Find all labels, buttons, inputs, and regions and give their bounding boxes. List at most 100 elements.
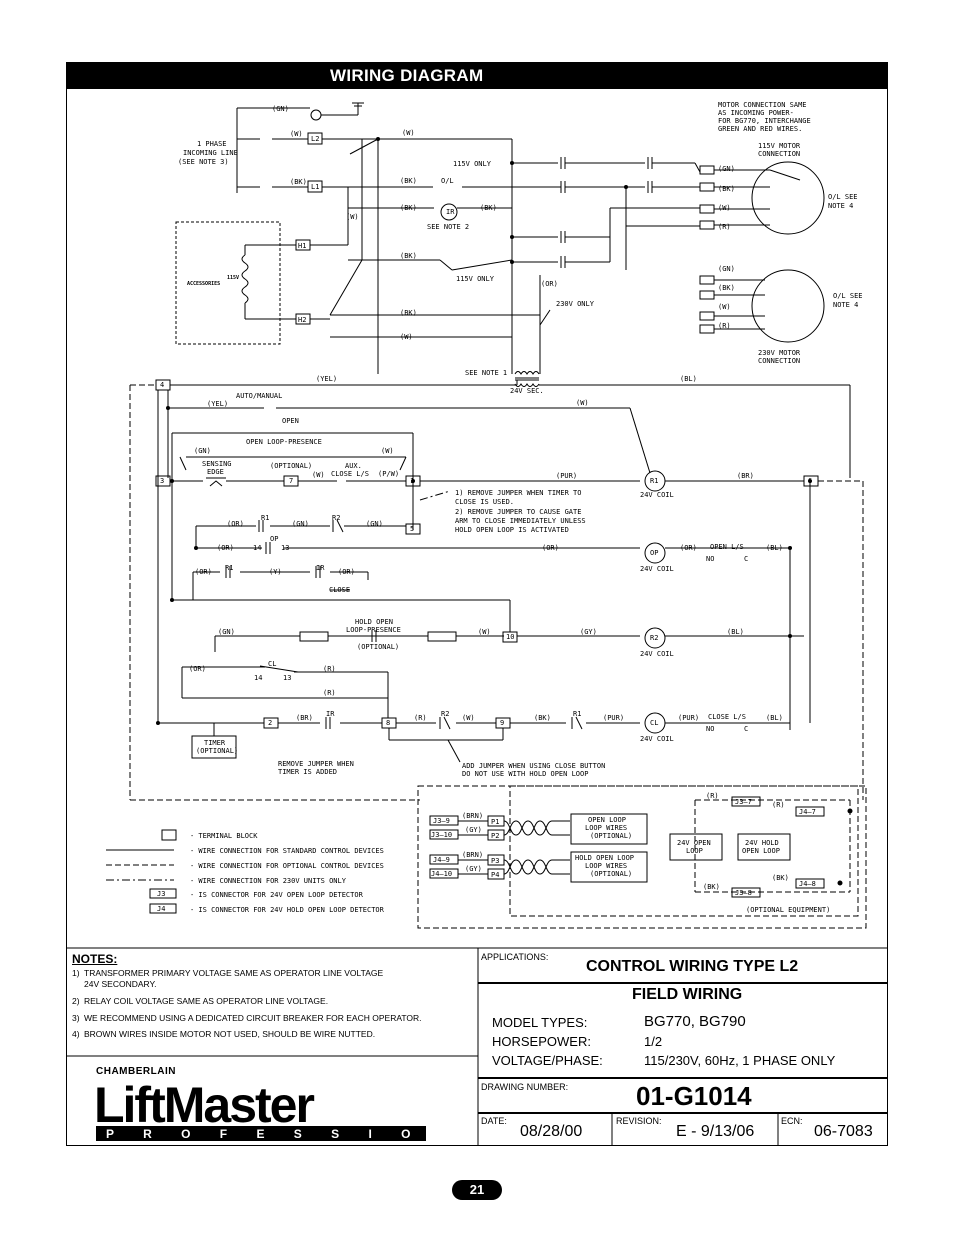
wire-bl-4: (BL) — [766, 714, 783, 722]
secondary-24v: 24V SEC. — [510, 387, 544, 395]
connector-j4-6 — [427, 631, 457, 642]
label-230v-only: 230V ONLY — [556, 300, 595, 308]
wire-bl-1: (BL) — [680, 375, 697, 383]
legend-5: - IS CONNECTOR FOR 24V OPEN LOOP DETECTO… — [190, 891, 364, 899]
coil24-cl: 24V COIL — [640, 735, 674, 743]
conn-j4-7: J4—7 — [799, 808, 816, 816]
jumper-note-5: HOLD OPEN LOOP IS ACTIVATED — [455, 526, 569, 534]
terminal-5-label: 5 — [410, 525, 414, 533]
date-value: 08/28/00 — [520, 1123, 583, 1140]
motor-w-1: (W) — [718, 204, 731, 212]
add-jumper-2: DO NOT USE WITH HOLD OPEN LOOP — [462, 770, 588, 778]
jumper-note-4: ARM TO CLOSE IMMEDIATELY UNLESS — [455, 517, 586, 525]
pin-p2: P2 — [491, 832, 499, 840]
open-loop-wires-2: LOOP WIRES — [585, 824, 627, 832]
contact-13-label: 13 — [281, 544, 289, 552]
drawing-number: 01-G1014 — [636, 1081, 752, 1111]
wire-or-5: (OR) — [680, 544, 697, 552]
control-wiring-title: CONTROL WIRING TYPE L2 — [586, 958, 799, 975]
remove-jumper-2: TIMER IS ADDED — [278, 768, 337, 776]
logo-tagline: P R O F E S S I O N A L — [106, 1127, 428, 1141]
ol-note4-b1: O/L SEE — [833, 292, 863, 300]
hold-open-2: LOOP-PRESENCE — [346, 626, 401, 634]
motor-w-2: (W) — [718, 303, 731, 311]
motor-gn-2: (GN) — [718, 265, 735, 273]
motor-note-2: AS INCOMING POWER- — [718, 109, 794, 117]
close-ls-label: CLOSE L/S — [708, 713, 746, 721]
applications-label: APPLICATIONS: — [481, 952, 549, 962]
incoming-line-1: 1 PHASE — [197, 140, 227, 148]
hold-open-1: HOLD OPEN — [355, 618, 393, 626]
field-wiring-title: FIELD WIRING — [632, 986, 743, 1003]
optional-label-2: (OPTIONAL) — [357, 643, 399, 651]
note-3-num: 3) — [72, 1013, 80, 1023]
motor-note-1: MOTOR CONNECTION SAME — [718, 101, 807, 109]
wire-or-6: (OR) — [195, 568, 212, 576]
optional-label-1: (OPTIONAL) — [270, 462, 312, 470]
wire-yel-1: (YEL) — [316, 375, 337, 383]
legend-6: - IS CONNECTOR FOR 24V HOLD OPEN LOOP DE… — [190, 906, 385, 914]
legend-3: - WIRE CONNECTION FOR OPTIONAL CONTROL D… — [190, 862, 384, 870]
wire-or-3: (OR) — [217, 544, 234, 552]
conn-j3-8: J3—8 — [735, 889, 752, 897]
coil-r2-label: R2 — [650, 634, 658, 642]
date-label: DATE: — [481, 1116, 507, 1126]
wire-bk-6: (BK) — [534, 714, 551, 722]
legend-1: - TERMINAL BLOCK — [190, 832, 258, 840]
contact-r2-label-1: R2 — [332, 514, 340, 522]
incoming-line-2: INCOMING LINE — [183, 149, 238, 157]
wire-bk-4: (BK) — [400, 252, 417, 260]
note-1-text: TRANSFORMER PRIMARY VOLTAGE SAME AS OPER… — [84, 968, 384, 978]
note-4-num: 4) — [72, 1029, 80, 1039]
accessories-label-2: ACCESSORIES — [187, 281, 220, 287]
model-types-label: MODEL TYPES: — [492, 1015, 588, 1030]
pin-p1: P1 — [491, 818, 499, 826]
wire-pur-3: (PUR) — [678, 714, 699, 722]
contact-r1-label-1: R1 — [261, 514, 269, 522]
wire-w-3: (W) — [400, 333, 413, 341]
wire-br-1: (BR) — [737, 472, 754, 480]
hold-loop24-2: OPEN LOOP — [742, 847, 780, 855]
coil-r1-label: R1 — [650, 477, 658, 485]
wire-or-4: (OR) — [542, 544, 559, 552]
open-loop24-1: 24V OPEN — [677, 839, 711, 847]
voltage-label: VOLTAGE/PHASE: — [492, 1053, 603, 1068]
wire-yel-2: (YEL) — [207, 400, 228, 408]
open-loop-wires-box — [570, 813, 648, 845]
wire-w-7: (W) — [478, 628, 491, 636]
jumper-note-3: 2) REMOVE JUMPER TO CAUSE GATE — [455, 508, 581, 516]
wire-or-7: (OR) — [338, 568, 355, 576]
note-1-num: 1) — [72, 968, 80, 978]
wire-pur-2: (PUR) — [603, 714, 624, 722]
pin-p4: P4 — [491, 871, 499, 879]
relay-op-coil — [644, 542, 666, 564]
terminal-1-label: 1 — [410, 477, 414, 485]
no-label-1: NO — [706, 555, 714, 563]
wire-pur-1: (PUR) — [556, 472, 577, 480]
legend-j3: J3 — [157, 890, 165, 898]
wire-w-1: (W) — [402, 129, 415, 137]
conn-j3-7: J3—7 — [735, 798, 752, 806]
ol-note4-a2: NOTE 4 — [828, 202, 853, 210]
legend-j4: J4 — [157, 905, 165, 913]
drawing-number-label: DRAWING NUMBER: — [481, 1082, 569, 1092]
wire-or-8: (OR) — [189, 665, 206, 673]
terminal-l1-label: L1 — [311, 183, 319, 191]
wire-gn-3: (GN) — [366, 520, 383, 528]
conn-j3-9: J3—9 — [433, 817, 450, 825]
motor-bk-1: (BK) — [718, 185, 735, 193]
motor-115v — [751, 161, 825, 235]
hold-loop-wires-box — [570, 851, 648, 883]
wire-bk-7: (BK) — [772, 874, 789, 882]
terminal-7-label: 7 — [289, 477, 293, 485]
motor-115-label-2: CONNECTION — [758, 150, 800, 158]
open-loop-wires-1: OPEN LOOP — [588, 816, 626, 824]
conn-j4-9: J4—9 — [433, 856, 450, 864]
wire-bl-2: (BL) — [766, 544, 783, 552]
contact-13b-label: 13 — [283, 674, 291, 682]
c-label-2: C — [744, 725, 748, 733]
ol-label: O/L — [441, 177, 454, 185]
wire-bk-8: (BK) — [703, 883, 720, 891]
open-loop-presence-label: OPEN LOOP-PRESENCE — [246, 438, 322, 446]
wire-gn-1: (GN) — [194, 447, 211, 455]
